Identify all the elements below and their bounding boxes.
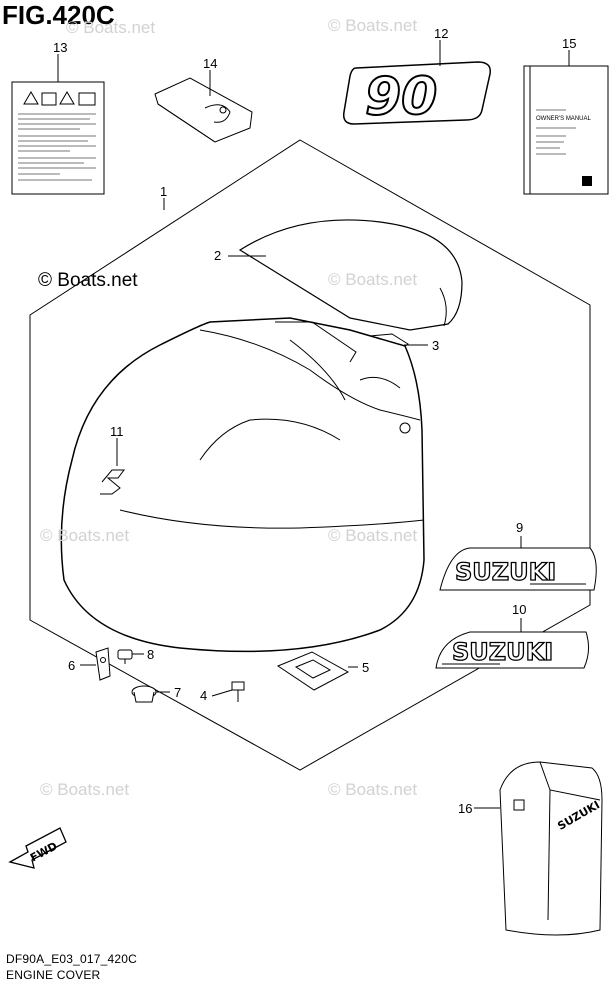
watermark: © Boats.net [328, 526, 418, 545]
watermark: © Boats.net [40, 526, 130, 545]
owners-manual [523, 65, 609, 195]
warning-label-part [11, 81, 105, 195]
figure-caption: ENGINE COVER [6, 968, 101, 982]
callout-6: 6 [68, 658, 76, 673]
watermark: © Boats.net [40, 780, 130, 799]
cover-top-plate [238, 219, 463, 331]
bolt [231, 681, 245, 702]
leader-lines [57, 40, 570, 809]
callout-14: 14 [203, 56, 218, 71]
manual-label: OWNER'S MANUAL [536, 116, 591, 122]
callout-5: 5 [362, 660, 370, 675]
gasket-seal [276, 651, 350, 691]
engine-cover-body [60, 317, 425, 653]
engine-cover-bag: SUZUKI [499, 761, 603, 936]
callout-2: 2 [214, 248, 222, 263]
callout-12: 12 [434, 26, 449, 41]
callout-16: 16 [458, 801, 473, 816]
watermark: © Boats.net [38, 270, 138, 291]
callout-9: 9 [516, 520, 524, 535]
callout-13: 13 [53, 40, 68, 55]
callout-10: 10 [512, 602, 527, 617]
watermark: © Boats.net [328, 780, 418, 799]
assembly-boundary [29, 139, 591, 771]
watermark: © Boats.net [328, 270, 418, 289]
grommet [131, 685, 157, 703]
suzuki-decal-lower: SUZUKI [435, 631, 590, 669]
latch-bracket [95, 647, 111, 681]
callout-15: 15 [562, 36, 577, 51]
suzuki-decal-lower-text: SUZUKI [452, 638, 553, 666]
callout-11: 11 [110, 424, 124, 439]
screw [117, 649, 133, 664]
parts-bag [154, 77, 253, 143]
fwd-arrow: FWD [8, 827, 67, 869]
callout-1: 1 [160, 184, 168, 199]
model-code: DF90A_E03_017_420C [6, 952, 138, 966]
figure-title: FIG.420C [2, 0, 115, 30]
callout-3: 3 [432, 338, 440, 353]
watermark: © Boats.net [66, 18, 156, 37]
watermark: © Boats.net [328, 16, 418, 35]
suzuki-decal-upper: SUZUKI [439, 547, 597, 591]
callout-7: 7 [174, 685, 182, 700]
callout-8: 8 [147, 647, 155, 662]
suzuki-decal-upper-text: SUZUKI [455, 558, 556, 586]
model-number-decal: 90 [342, 61, 491, 128]
callout-4: 4 [200, 688, 208, 703]
model-number-text: 90 [365, 67, 437, 127]
